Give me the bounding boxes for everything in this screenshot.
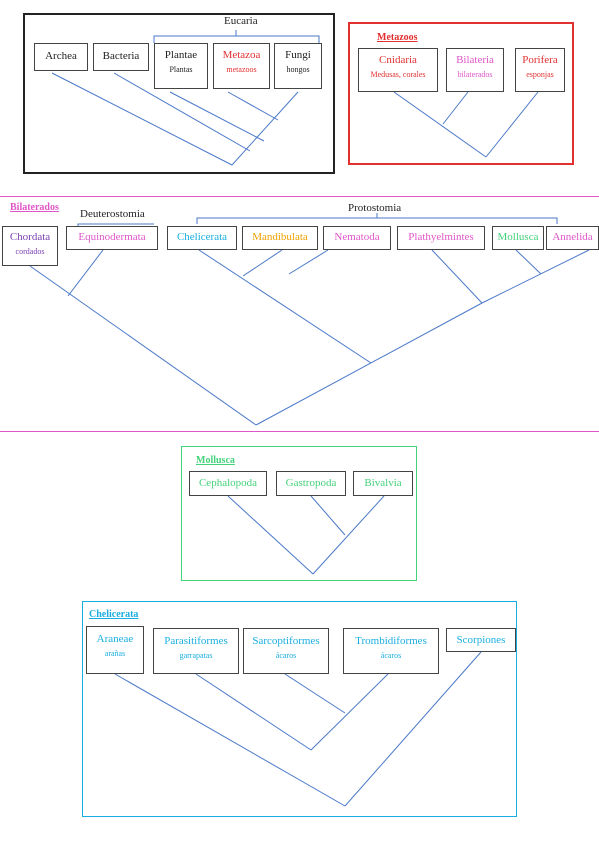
taxon-bacteria: Bacteria: [93, 43, 149, 71]
taxon-common: ácaros: [380, 650, 402, 660]
taxon-mandibulata: Mandibulata: [242, 226, 318, 250]
mollusca-branches: [227, 495, 385, 575]
taxon-archea: Archea: [34, 43, 88, 71]
taxon-name: Porifera: [522, 54, 558, 66]
taxon-gastropoda: Gastropoda: [276, 471, 346, 496]
taxon-name: Trombidiformes: [355, 635, 427, 647]
bilaterados-branches: [29, 213, 590, 426]
eucaria-panel: [23, 13, 335, 174]
taxon-nematoda: Nematoda: [323, 226, 391, 250]
chelicerata-branches: [114, 651, 482, 807]
taxon-common: bilaterados: [457, 69, 493, 79]
taxon-name: Annelida: [552, 231, 593, 243]
taxon-common: Plantas: [169, 64, 193, 74]
taxon-name: Cnidaria: [379, 54, 417, 66]
taxon-araneae: Araneae arañas: [86, 626, 144, 674]
taxon-common: cordados: [15, 246, 45, 256]
taxon-common: Medusas, corales: [370, 69, 426, 79]
taxon-name: Gastropoda: [285, 477, 337, 489]
bilaterados-bottom-rule: [0, 431, 599, 432]
taxon-name: Chelicerata: [176, 231, 228, 243]
taxon-common: hongos: [286, 64, 310, 74]
taxon-name: Scorpiones: [456, 634, 506, 646]
taxon-name: Equinodermata: [78, 231, 146, 243]
taxon-plantae: Plantae Plantas: [154, 43, 208, 89]
taxon-scorpiones: Scorpiones: [446, 628, 516, 652]
metazoos-branches: [393, 91, 539, 158]
taxon-cephalopoda: Cephalopoda: [189, 471, 267, 496]
taxon-name: Sarcoptiformes: [252, 635, 320, 647]
taxon-name: Bacteria: [102, 50, 140, 62]
taxon-name: Archea: [45, 50, 77, 62]
eucaria-label: Eucaria: [224, 15, 258, 27]
taxon-common: esponjas: [526, 69, 554, 79]
metazoos-panel: [348, 22, 574, 165]
taxon-name: Bivalvia: [364, 477, 402, 489]
taxon-mollusca: Mollusca: [492, 226, 544, 250]
taxon-cnidaria: Cnidaria Medusas, corales: [358, 48, 438, 92]
taxon-common: ácaros: [275, 650, 297, 660]
mollusca-panel: [181, 446, 417, 581]
taxon-chordata: Chordata cordados: [2, 226, 58, 266]
bilaterados-title: Bilaterados: [10, 202, 59, 213]
eucaria-branches: [51, 30, 320, 166]
taxon-name: Cephalopoda: [198, 477, 258, 489]
taxon-annelida: Annelida: [546, 226, 599, 250]
bilaterados-top-rule: [0, 196, 599, 197]
protostomia-label: Protostomia: [348, 202, 402, 214]
taxon-name: Parasitiformes: [164, 635, 228, 647]
taxon-name: Mandibulata: [252, 231, 308, 243]
taxon-name: Mollusca: [497, 231, 539, 243]
metazoos-title: Metazoos: [377, 32, 418, 43]
taxon-parasitiformes: Parasitiformes garrapatas: [153, 628, 239, 674]
taxon-equinodermata: Equinodermata: [66, 226, 158, 250]
taxon-name: Metazoa: [222, 49, 261, 61]
taxon-name: Nematoda: [334, 231, 380, 243]
taxon-common: garrapatas: [179, 650, 213, 660]
taxon-bivalvia: Bivalvia: [353, 471, 413, 496]
taxon-trombidiformes: Trombidiformes ácaros: [343, 628, 439, 674]
taxon-common: metazoos: [226, 64, 257, 74]
deuterostomia-label: Deuterostomia: [80, 208, 145, 220]
taxon-bilateria: Bilateria bilaterados: [446, 48, 504, 92]
taxon-name: Plantae: [164, 49, 198, 61]
taxon-chelicerata: Chelicerata: [167, 226, 237, 250]
taxon-plathyelmintes: Plathyelmintes: [397, 226, 485, 250]
taxon-metazoa: Metazoa metazoos: [213, 43, 270, 89]
taxon-name: Araneae: [96, 633, 134, 645]
taxon-sarcoptiformes: Sarcoptiformes ácaros: [243, 628, 329, 674]
taxon-name: Plathyelmintes: [408, 231, 474, 243]
mollusca-title: Mollusca: [196, 455, 235, 466]
taxon-porifera: Porifera esponjas: [515, 48, 565, 92]
taxon-name: Bilateria: [456, 54, 494, 66]
taxon-name: Chordata: [9, 231, 51, 243]
chelicerata-panel: [82, 601, 517, 817]
taxon-fungi: Fungi hongos: [274, 43, 322, 89]
taxon-common: arañas: [104, 648, 126, 658]
chelicerata-title: Chelicerata: [89, 609, 139, 620]
taxon-name: Fungi: [285, 49, 311, 61]
